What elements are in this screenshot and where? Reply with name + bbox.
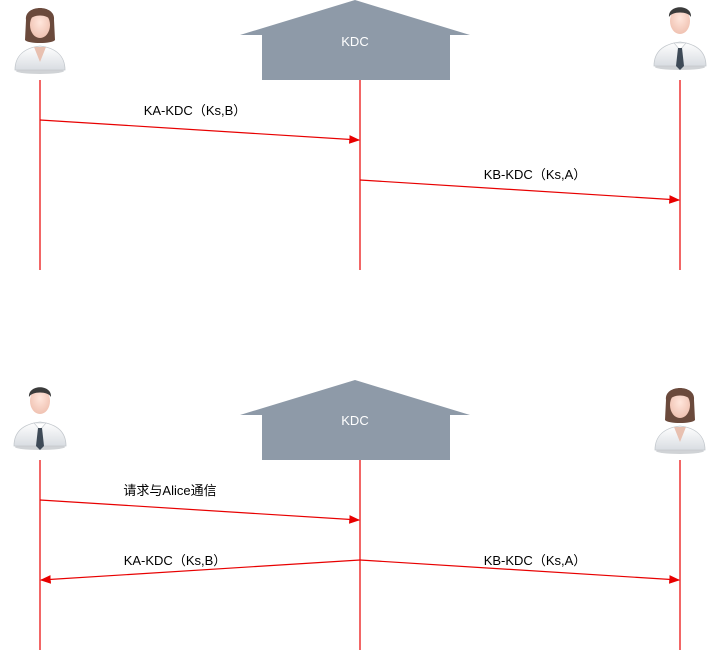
woman-user-icon (14, 7, 66, 75)
kdc-node: KDC (240, 380, 470, 460)
message-label-2: KA-KDC（Ks,B） (124, 553, 227, 568)
message-arrow-2 (359, 179, 681, 204)
kdc-node: KDC (240, 0, 470, 80)
message-arrow-2 (39, 559, 361, 584)
diagram-1: KDC KA-KDC（Ks,B） KB-KDC（Ks,A） (14, 0, 707, 270)
man-user-icon (653, 6, 707, 71)
kdc-label: KDC (341, 413, 368, 428)
message-label-3: KB-KDC（Ks,A） (484, 553, 587, 568)
diagram-2: KDC 请求与Alice通信 KA-KDC（Ks,B） KB-KDC（Ks,A） (13, 380, 706, 650)
message-label-2: KB-KDC（Ks,A） (484, 167, 587, 182)
message-arrow-1 (39, 499, 361, 524)
message-arrow-1 (39, 119, 361, 144)
message-arrow-3 (359, 559, 681, 584)
message-label-1: KA-KDC（Ks,B） (144, 103, 247, 118)
woman-user-icon (654, 387, 706, 455)
message-label-1: 请求与Alice通信 (123, 483, 216, 498)
man-user-icon (13, 386, 67, 451)
kdc-label: KDC (341, 34, 368, 49)
